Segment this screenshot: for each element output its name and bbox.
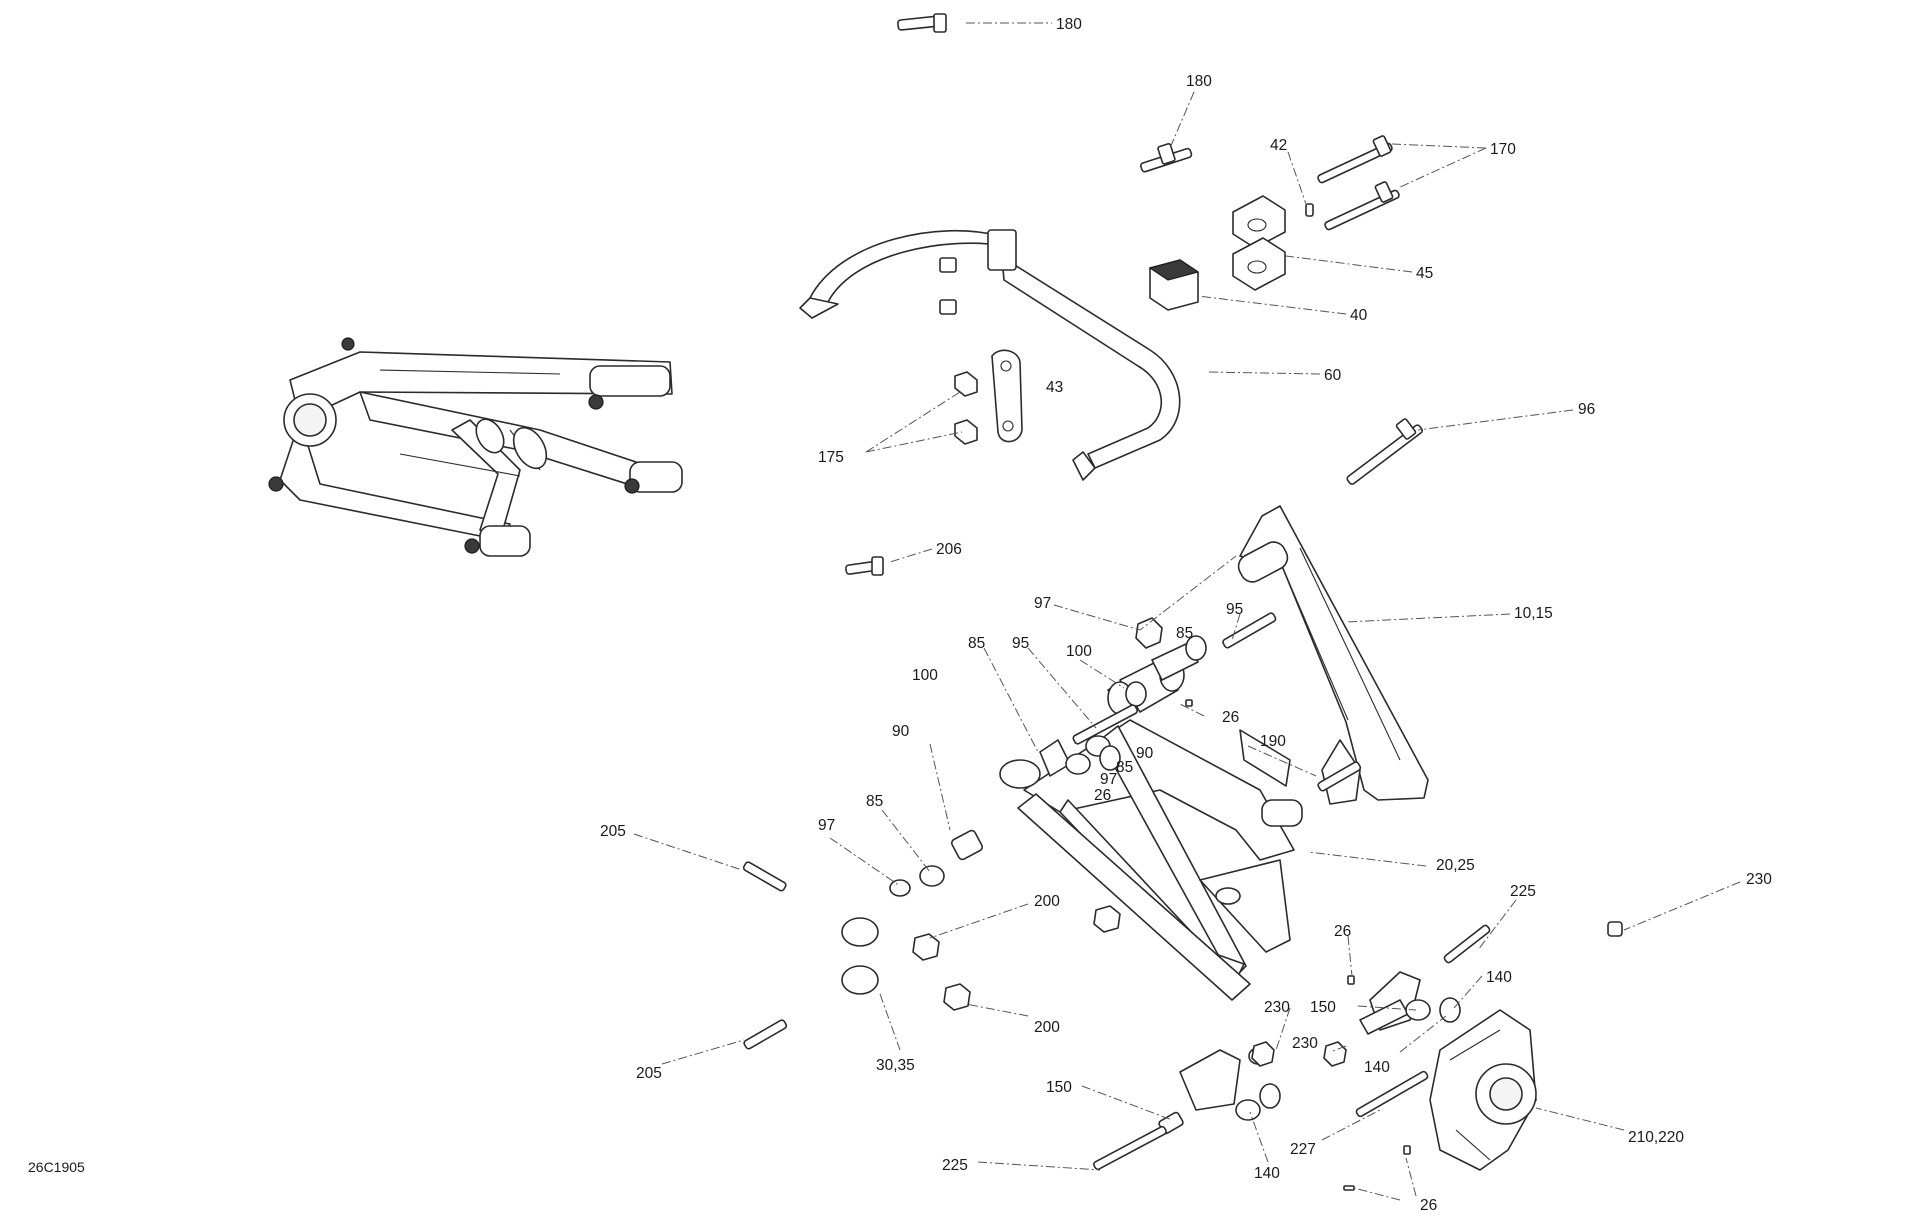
callout-227: 227 <box>1290 1141 1316 1158</box>
lower-arm-lengthwise <box>1017 793 1251 1001</box>
callout-90-a: 90 <box>892 723 910 740</box>
callout-190: 190 <box>1260 733 1286 750</box>
callout-100-b: 100 <box>912 667 938 684</box>
callout-225-b: 225 <box>942 1157 968 1174</box>
callout-205-a: 205 <box>600 823 626 840</box>
callout-175: 175 <box>818 449 844 466</box>
callout-20-25: 20,25 <box>1436 857 1475 874</box>
callout-60: 60 <box>1324 367 1342 384</box>
callout-26-a: 26 <box>1222 709 1239 726</box>
bolt-170-upper <box>1317 135 1393 184</box>
bolt-205-upper <box>742 861 787 892</box>
nut-230-mid <box>1323 1041 1347 1067</box>
assembled-suspension-view <box>268 337 683 557</box>
callout-206: 206 <box>936 541 962 558</box>
callout-26-d: 26 <box>1420 1197 1437 1214</box>
callout-42: 42 <box>1270 137 1287 154</box>
nut-a-arm <box>1093 905 1121 933</box>
callout-10-15: 10,15 <box>1514 605 1553 622</box>
callout-140-a: 140 <box>1486 969 1512 986</box>
bolt-205-lower <box>743 1019 788 1050</box>
callout-95-right: 95 <box>1226 601 1243 618</box>
callout-85-b: 85 <box>1176 625 1193 642</box>
bushing-30-35 <box>841 917 879 995</box>
callout-95-a: 95 <box>1012 635 1029 652</box>
callout-43: 43 <box>1046 379 1063 396</box>
callout-150-b: 150 <box>1046 1079 1072 1096</box>
bolt-206 <box>845 556 884 576</box>
callout-90-b: 90 <box>1136 745 1154 762</box>
callout-26-c: 26 <box>1334 923 1351 940</box>
callout-230-a: 230 <box>1746 871 1772 888</box>
callout-200-b: 200 <box>1034 1019 1060 1036</box>
callout-85-c: 85 <box>1116 759 1133 776</box>
callout-100-a: 100 <box>1066 643 1092 660</box>
bolt-170-lower <box>1324 181 1400 231</box>
spindle-210-220 <box>1429 1009 1537 1171</box>
pin-42 <box>1305 203 1314 217</box>
bolt-190 <box>1317 761 1362 792</box>
nut-200-b <box>943 983 971 1011</box>
callout-26-b: 26 <box>1094 787 1111 804</box>
callout-97-c: 97 <box>818 817 835 834</box>
bolt-180 <box>1139 142 1193 173</box>
callout-96: 96 <box>1578 401 1595 418</box>
callout-85-d: 85 <box>866 793 883 810</box>
nut-230-low <box>1251 1041 1275 1067</box>
drawing-reference: 26C1905 <box>28 1159 85 1175</box>
pin-26-c <box>1185 699 1193 707</box>
callout-180-top: 180 <box>1056 16 1082 33</box>
callout-85-a: 85 <box>968 635 985 652</box>
pin-26-d <box>1343 1185 1355 1191</box>
callout-225-a: 225 <box>1510 883 1536 900</box>
pin-26-a <box>1347 975 1355 985</box>
callout-40: 40 <box>1350 307 1368 324</box>
callout-45: 45 <box>1416 265 1433 282</box>
callout-140-b: 140 <box>1364 1059 1390 1076</box>
leader-lines <box>633 22 1741 1201</box>
callout-30-35: 30,35 <box>876 1057 915 1074</box>
callout-210-220: 210,220 <box>1628 1129 1684 1146</box>
callout-labels: 180 180 42 170 45 40 43 60 175 96 206 97… <box>600 16 1772 1214</box>
pin-26-b <box>1403 1145 1411 1155</box>
clamp-45 <box>1232 195 1286 291</box>
bushing-40 <box>1148 259 1200 311</box>
callout-200-a: 200 <box>1034 893 1060 910</box>
bushing-stack <box>889 612 1277 897</box>
bolt-180-top <box>897 13 947 33</box>
callout-180: 180 <box>1186 73 1212 90</box>
bracket-150-lower <box>1093 1047 1281 1171</box>
nut-175 <box>954 371 978 445</box>
nut-sway-bar-upper <box>939 257 957 315</box>
callout-150-a: 150 <box>1310 999 1336 1016</box>
bolt-227 <box>1355 1070 1429 1118</box>
callout-97-b: 97 <box>1100 771 1117 788</box>
link-43 <box>991 349 1023 443</box>
nut-230-right <box>1607 921 1623 937</box>
callout-205-b: 205 <box>636 1065 662 1082</box>
bracket-150-upper <box>1359 924 1491 1035</box>
callout-230-c: 230 <box>1292 1035 1318 1052</box>
callout-97-top: 97 <box>1034 595 1051 612</box>
nut-200-a <box>912 933 940 961</box>
sway-bar-60 <box>799 229 1181 481</box>
callout-140-c: 140 <box>1254 1165 1280 1182</box>
bolt-96 <box>1346 418 1423 485</box>
callout-170: 170 <box>1490 141 1516 158</box>
callout-230-b: 230 <box>1264 999 1290 1016</box>
